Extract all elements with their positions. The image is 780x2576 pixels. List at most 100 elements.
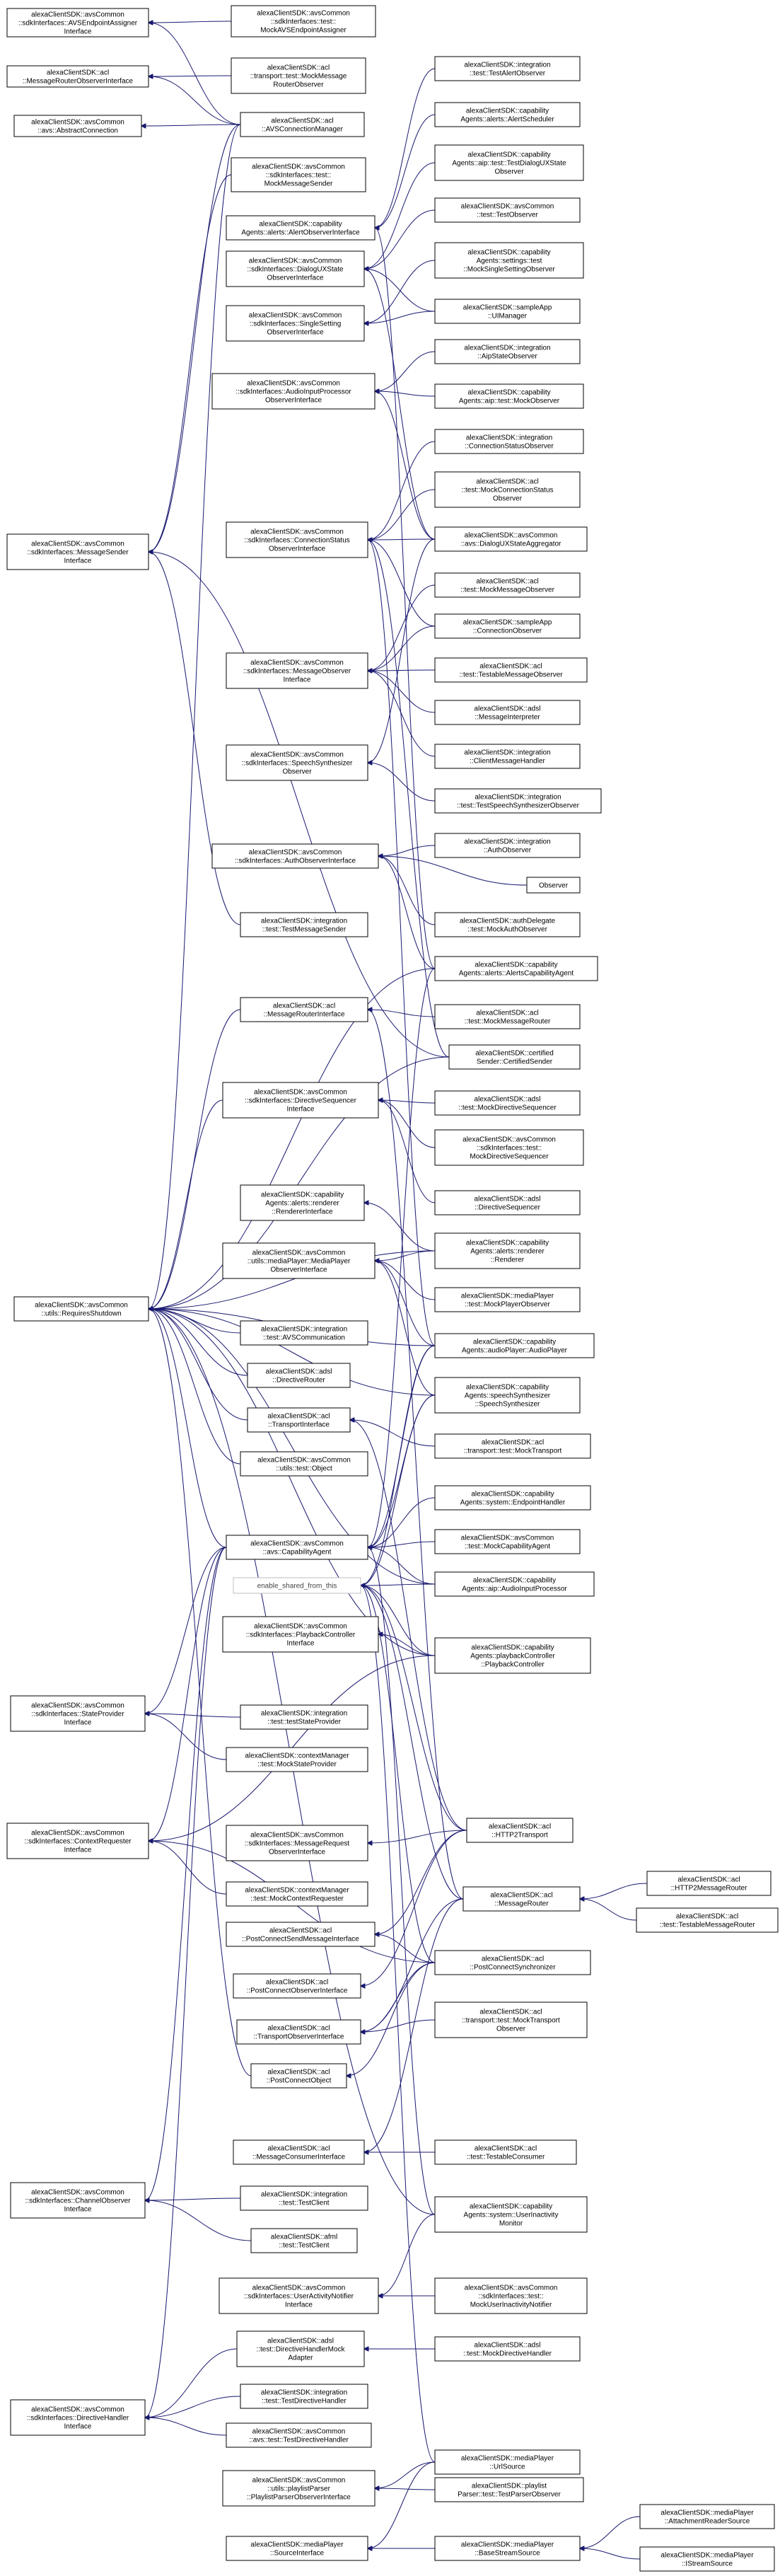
class-node-renderer[interactable]: alexaClientSDK::capabilityAgents::alerts… [434, 1232, 581, 1269]
class-node-testableMessageObserver[interactable]: alexaClientSDK::acl::test::TestableMessa… [434, 657, 588, 683]
class-node-alertObserverInterface[interactable]: alexaClientSDK::capabilityAgents::alerts… [226, 215, 376, 241]
class-node-mockTransport[interactable]: alexaClientSDK::acl::transport::test::Mo… [434, 1433, 591, 1459]
class-node-aipStateObserver[interactable]: alexaClientSDK::integration::AipStateObs… [434, 339, 581, 364]
class-node-userInactivityMonitor[interactable]: alexaClientSDK::capabilityAgents::system… [434, 2196, 588, 2233]
class-node-dialogUXStateObserverInterface[interactable]: alexaClientSDK::avsCommon::sdkInterfaces… [226, 250, 365, 287]
class-node-endpointHandler[interactable]: alexaClientSDK::capabilityAgents::system… [434, 1485, 591, 1511]
class-node-dialogUXStateAggregator[interactable]: alexaClientSDK::avsCommon::avs::DialogUX… [434, 526, 588, 552]
class-node-directiveHandlerMockAdapter[interactable]: alexaClientSDK::adsl::test::DirectiveHan… [236, 2330, 365, 2367]
class-node-avsConnectionManager[interactable]: alexaClientSDK::acl::AVSConnectionManage… [240, 112, 365, 137]
class-node-connectionObserverSampleApp[interactable]: alexaClientSDK::sampleApp::ConnectionObs… [434, 613, 581, 639]
class-node-mockCapabilityAgent[interactable]: alexaClientSDK::avsCommon::test::MockCap… [434, 1529, 581, 1554]
class-node-mockMessageRouter[interactable]: alexaClientSDK::acl::test::MockMessageRo… [434, 1004, 581, 1029]
class-node-postConnectSynchronizer[interactable]: alexaClientSDK::acl::PostConnectSynchron… [434, 1950, 591, 1975]
class-node-connectionStatusObserverInterface[interactable]: alexaClientSDK::avsCommon::sdkInterfaces… [226, 521, 368, 558]
class-node-speechSynthesizer[interactable]: alexaClientSDK::capabilityAgents::speech… [434, 1377, 581, 1414]
class-node-certifiedSender[interactable]: alexaClientSDK::certifiedSender::Certifi… [448, 1044, 581, 1070]
class-node-http2Transport[interactable]: alexaClientSDK::acl::HTTP2Transport [466, 1818, 574, 1843]
class-node-mockConnectionStatusObserver[interactable]: alexaClientSDK::acl::test::MockConnectio… [434, 471, 581, 508]
class-node-testMessageSender[interactable]: alexaClientSDK::integration::test::TestM… [240, 912, 368, 937]
class-node-testParserObserver[interactable]: alexaClientSDK::playlistParser::test::Te… [434, 2477, 584, 2502]
class-node-mockMessageObserver[interactable]: alexaClientSDK::acl::test::MockMessageOb… [434, 572, 581, 598]
class-node-testStateProvider[interactable]: alexaClientSDK::integration::test::testS… [240, 1704, 368, 1730]
class-node-mockMessageRouterObserver[interactable]: alexaClientSDK::acl::transport::test::Mo… [231, 57, 366, 94]
class-node-sourceInterface[interactable]: alexaClientSDK::mediaPlayer::SourceInter… [226, 2536, 368, 2561]
class-node-speechSynthesizerObserver[interactable]: alexaClientSDK::avsCommon::sdkInterfaces… [226, 744, 368, 781]
class-node-messageRequestObserverInterface[interactable]: alexaClientSDK::avsCommon::sdkInterfaces… [226, 1825, 368, 1861]
class-node-baseStreamSource[interactable]: alexaClientSDK::mediaPlayer::BaseStreamS… [434, 2536, 581, 2561]
class-node-playbackControllerInterface[interactable]: alexaClientSDK::avsCommon::sdkInterfaces… [222, 1616, 379, 1653]
class-node-playlistParserObserverInterface[interactable]: alexaClientSDK::avsCommon::utils::playli… [222, 2470, 376, 2507]
class-node-messageRouterObserverInterface[interactable]: alexaClientSDK::acl::MessageRouterObserv… [6, 65, 149, 88]
class-node-avsEndpointAssigner[interactable]: alexaClientSDK::avsCommon::sdkInterfaces… [6, 8, 149, 37]
class-node-mockDirectiveHandler[interactable]: alexaClientSDK::adsl::test::MockDirectiv… [434, 2336, 581, 2362]
class-node-messageRouter[interactable]: alexaClientSDK::acl::MessageRouter [462, 1886, 581, 1912]
class-node-authObserverIntegration[interactable]: alexaClientSDK::integration::AuthObserve… [434, 833, 581, 858]
class-node-alertsCapabilityAgent[interactable]: alexaClientSDK::capabilityAgents::alerts… [434, 956, 598, 981]
class-node-requiresShutdown[interactable]: alexaClientSDK::avsCommon::utils::Requir… [13, 1296, 149, 1322]
class-node-postConnectSendMessageInterface[interactable]: alexaClientSDK::acl::PostConnectSendMess… [226, 1922, 376, 1947]
class-node-singleSettingObserverInterface[interactable]: alexaClientSDK::avsCommon::sdkInterfaces… [226, 305, 365, 342]
class-node-testObject[interactable]: alexaClientSDK::avsCommon::utils::test::… [240, 1451, 368, 1477]
class-node-audioInputProcessorObserverInterface[interactable]: alexaClientSDK::avsCommon::sdkInterfaces… [211, 373, 376, 410]
class-node-postConnectObserverInterface[interactable]: alexaClientSDK::acl::PostConnectObserver… [233, 1973, 361, 1999]
class-node-testClientAfml[interactable]: alexaClientSDK::afml::test::TestClient [250, 2228, 358, 2253]
class-node-attachmentReaderSource[interactable]: alexaClientSDK::mediaPlayer::AttachmentR… [639, 2504, 775, 2529]
class-node-testDirectiveHandlerIntegration[interactable]: alexaClientSDK::integration::test::TestD… [240, 2384, 368, 2409]
class-node-messageInterpreter[interactable]: alexaClientSDK::adsl::MessageInterpreter [434, 700, 581, 725]
class-node-urlSource[interactable]: alexaClientSDK::mediaPlayer::UrlSource [434, 2449, 581, 2475]
class-node-iStreamSource[interactable]: alexaClientSDK::mediaPlayer::IStreamSour… [639, 2546, 775, 2572]
class-node-playbackController[interactable]: alexaClientSDK::capabilityAgents::playba… [434, 1637, 591, 1674]
class-node-testAvsCommunication[interactable]: alexaClientSDK::integration::test::AVSCo… [240, 1320, 368, 1346]
class-node-mockMessageSender[interactable]: alexaClientSDK::avsCommon::sdkInterfaces… [231, 157, 366, 192]
class-node-testDialogUXStateObserver[interactable]: alexaClientSDK::capabilityAgents::aip::t… [434, 144, 584, 181]
class-node-mockTransportObserver[interactable]: alexaClientSDK::acl::transport::test::Mo… [434, 2002, 588, 2038]
class-node-mockAipObserver[interactable]: alexaClientSDK::capabilityAgents::aip::t… [434, 383, 584, 409]
class-node-mockDirectiveSequencerTest[interactable]: alexaClientSDK::avsCommon::sdkInterfaces… [434, 1129, 584, 1166]
class-node-testDirectiveHandlerAvs[interactable]: alexaClientSDK::avsCommon::avs::test::Te… [226, 2422, 372, 2448]
class-node-mediaPlayerObserverInterface[interactable]: alexaClientSDK::avsCommon::utils::mediaP… [222, 1242, 376, 1279]
class-node-stateProviderInterface[interactable]: alexaClientSDK::avsCommon::sdkInterfaces… [10, 1695, 146, 1732]
class-node-testClientIntegration[interactable]: alexaClientSDK::integration::test::TestC… [240, 2185, 368, 2211]
class-node-authObserverInterface[interactable]: alexaClientSDK::avsCommon::sdkInterfaces… [211, 843, 379, 869]
class-node-mockUserActivityNotifier[interactable]: alexaClientSDK::avsCommon::sdkInterfaces… [434, 2277, 588, 2314]
class-node-abstractConnection[interactable]: alexaClientSDK::avsCommon::avs::Abstract… [13, 115, 142, 137]
class-node-alertScheduler[interactable]: alexaClientSDK::capabilityAgents::alerts… [434, 102, 581, 127]
class-node-postConnectObject[interactable]: alexaClientSDK::acl::PostConnectObject [250, 2063, 347, 2089]
class-node-messageConsumerInterface[interactable]: alexaClientSDK::acl::MessageConsumerInte… [233, 2139, 365, 2165]
class-node-testableMessageRouter[interactable]: alexaClientSDK::acl::test::TestableMessa… [636, 1907, 779, 1933]
class-node-testObserver[interactable]: alexaClientSDK::avsCommon::test::TestObs… [434, 197, 581, 223]
class-node-directiveHandlerInterface[interactable]: alexaClientSDK::avsCommon::sdkInterfaces… [10, 2399, 146, 2436]
class-node-channelObserverInterface[interactable]: alexaClientSDK::avsCommon::sdkInterfaces… [10, 2182, 146, 2219]
class-node-observer[interactable]: Observer [526, 877, 581, 894]
class-node-directiveRouter[interactable]: alexaClientSDK::adsl::DirectiveRouter [247, 1363, 351, 1388]
class-node-messageSenderInterface[interactable]: alexaClientSDK::avsCommon::sdkInterfaces… [6, 533, 149, 570]
class-node-testAlertObserver[interactable]: alexaClientSDK::integration::test::TestA… [434, 56, 581, 81]
class-node-uiManager[interactable]: alexaClientSDK::sampleApp::UIManager [434, 299, 581, 324]
class-node-contextRequesterInterface[interactable]: alexaClientSDK::avsCommon::sdkInterfaces… [6, 1823, 149, 1859]
class-node-audioPlayer[interactable]: alexaClientSDK::capabilityAgents::audioP… [434, 1333, 595, 1358]
class-node-mockAvsEndpointAssigner[interactable]: alexaClientSDK::avsCommon::sdkInterfaces… [231, 5, 376, 37]
class-node-userActivityNotifierInterface[interactable]: alexaClientSDK::avsCommon::sdkInterfaces… [219, 2277, 379, 2314]
class-node-directiveSequencerInterface[interactable]: alexaClientSDK::avsCommon::sdkInterfaces… [222, 1082, 379, 1119]
class-node-messageRouterInterface[interactable]: alexaClientSDK::acl::MessageRouterInterf… [240, 997, 368, 1022]
class-node-clientMessageHandler[interactable]: alexaClientSDK::integration::ClientMessa… [434, 744, 581, 769]
class-node-testSpeechSynthesizerObserver[interactable]: alexaClientSDK::integration::test::TestS… [434, 788, 602, 814]
class-node-rendererInterface[interactable]: alexaClientSDK::capabilityAgents::alerts… [240, 1184, 365, 1221]
class-node-capabilityAgent[interactable]: alexaClientSDK::avsCommon::avs::Capabili… [226, 1535, 368, 1560]
class-node-directiveSequencer[interactable]: alexaClientSDK::adsl::DirectiveSequencer [434, 1190, 581, 1215]
class-node-transportInterface[interactable]: alexaClientSDK::acl::TransportInterface [247, 1407, 351, 1433]
class-node-enableSharedFromThis[interactable]: enable_shared_from_this [233, 1577, 361, 1594]
class-node-http2MessageRouter[interactable]: alexaClientSDK::acl::HTTP2MessageRouter [646, 1871, 772, 1896]
class-node-mockPlayerObserver[interactable]: alexaClientSDK::mediaPlayer::test::MockP… [434, 1287, 581, 1312]
class-node-mockStateProvider[interactable]: alexaClientSDK::contextManager::test::Mo… [226, 1747, 368, 1772]
class-node-transportObserverInterface[interactable]: alexaClientSDK::acl::TransportObserverIn… [236, 2019, 361, 2045]
class-node-audioInputProcessor[interactable]: alexaClientSDK::capabilityAgents::aip::A… [434, 1571, 595, 1597]
class-node-mockContextRequester[interactable]: alexaClientSDK::contextManager::test::Mo… [226, 1881, 368, 1907]
class-node-testableConsumer[interactable]: alexaClientSDK::acl::test::TestableConsu… [434, 2139, 577, 2165]
class-node-mockSingleSettingObserver[interactable]: alexaClientSDK::capabilityAgents::settin… [434, 242, 584, 279]
class-node-mockDirectiveSequencerAdsl[interactable]: alexaClientSDK::adsl::test::MockDirectiv… [434, 1090, 581, 1116]
class-node-messageObserverInterface[interactable]: alexaClientSDK::avsCommon::sdkInterfaces… [226, 652, 368, 689]
class-node-connectionStatusObserverIntegration[interactable]: alexaClientSDK::integration::ConnectionS… [434, 429, 584, 454]
class-node-mockAuthObserver[interactable]: alexaClientSDK::authDelegate::test::Mock… [434, 912, 581, 937]
